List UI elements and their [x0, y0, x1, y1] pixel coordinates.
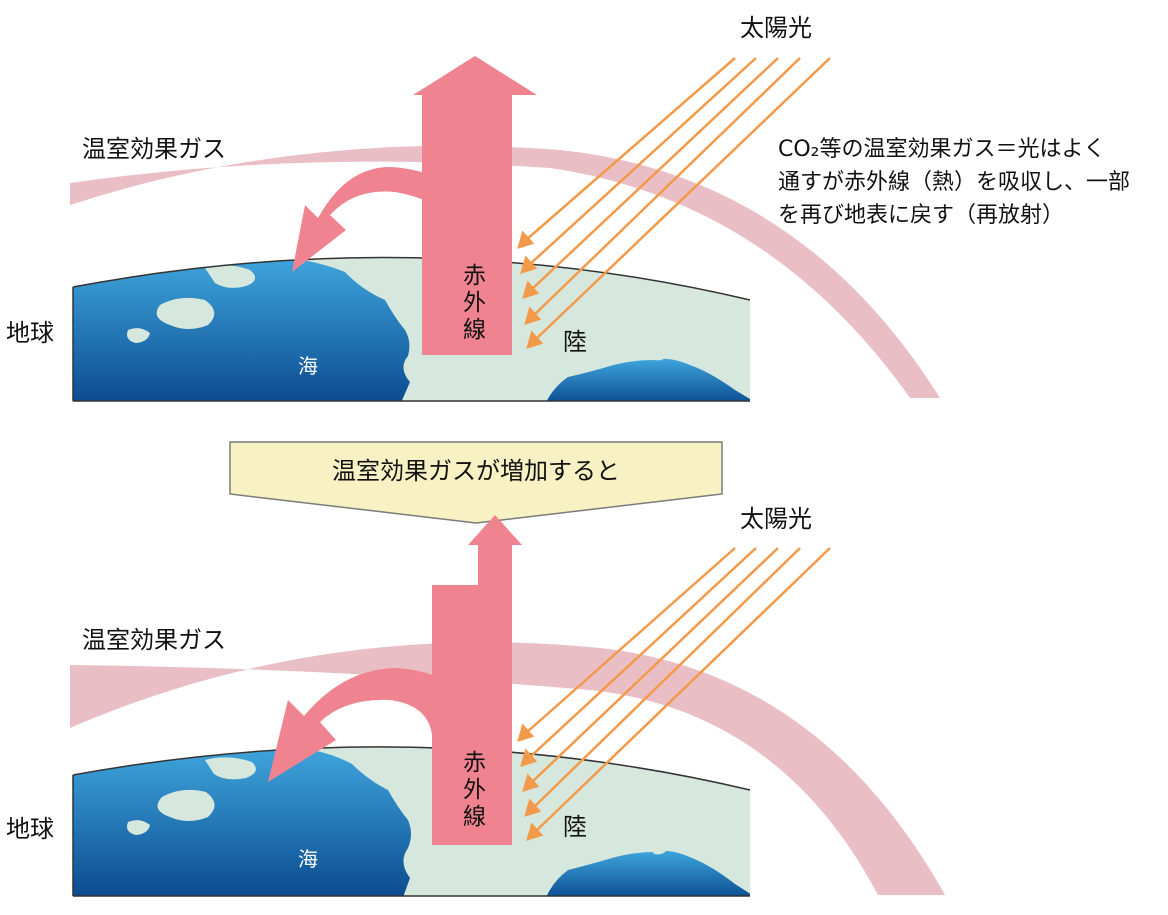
ocean-region	[73, 258, 410, 401]
infrared-label-char: 赤	[463, 263, 486, 289]
greenhouse-gas-label: 温室効果ガス	[82, 135, 226, 163]
island	[205, 757, 256, 780]
top-panel: 太陽光 温室効果ガス 地球 海 陸 赤 外 線 CO₂等の温室効果ガス＝光はよく…	[6, 14, 1130, 402]
island	[157, 789, 215, 821]
infrared-label-char: 外	[463, 290, 486, 316]
svg-text:を再び地表に戻す（再放射）: を再び地表に戻す（再放射）	[778, 203, 1064, 228]
transition-label: 温室効果ガスが増加すると	[332, 457, 620, 485]
sunlight-rays	[517, 547, 831, 841]
land-label: 陸	[563, 328, 587, 356]
island	[205, 265, 256, 288]
island	[156, 297, 215, 329]
ocean-region	[73, 748, 411, 896]
infrared-label-char: 線	[463, 317, 486, 343]
earth-segment	[72, 256, 751, 402]
transition-banner: 温室効果ガスが増加すると	[229, 441, 723, 524]
ocean-label: 海	[298, 354, 318, 378]
infrared-up-arrow	[413, 56, 537, 355]
ocean-region	[545, 358, 750, 401]
greenhouse-gas-layer	[70, 145, 940, 398]
svg-text:通すが赤外線（熱）を吸収し、一部: 通すが赤外線（熱）を吸収し、一部	[778, 170, 1130, 195]
reradiation-arrow-large	[268, 668, 482, 790]
island	[127, 328, 150, 343]
sunlight-rays	[517, 57, 831, 349]
greenhouse-gas-label: 温室効果ガス	[82, 626, 226, 654]
greenhouse-gas-layer-thick	[70, 642, 945, 895]
earth-label: 地球	[6, 815, 54, 843]
explanation-note: CO₂等の温室効果ガス＝光はよく 通すが赤外線（熱）を吸収し、一部 を再び地表に…	[778, 137, 1130, 228]
island	[127, 820, 150, 835]
earth-segment	[72, 746, 751, 897]
infrared-label-char: 赤	[463, 750, 486, 776]
ocean-region	[545, 850, 750, 896]
sunlight-label: 太陽光	[740, 505, 812, 533]
svg-text:CO₂等の温室効果ガス＝光はよく: CO₂等の温室効果ガス＝光はよく	[778, 137, 1106, 162]
infrared-label-char: 線	[463, 804, 486, 830]
island	[650, 844, 668, 855]
bottom-panel: 太陽光 温室効果ガス 地球 海 陸 赤 外 線	[6, 505, 945, 897]
land-label: 陸	[563, 813, 587, 841]
ocean-label: 海	[298, 847, 318, 871]
sunlight-label: 太陽光	[740, 14, 812, 42]
infrared-label-char: 外	[463, 777, 486, 803]
infrared-up-arrow	[432, 515, 522, 845]
island	[650, 350, 668, 361]
earth-label: 地球	[6, 319, 54, 347]
